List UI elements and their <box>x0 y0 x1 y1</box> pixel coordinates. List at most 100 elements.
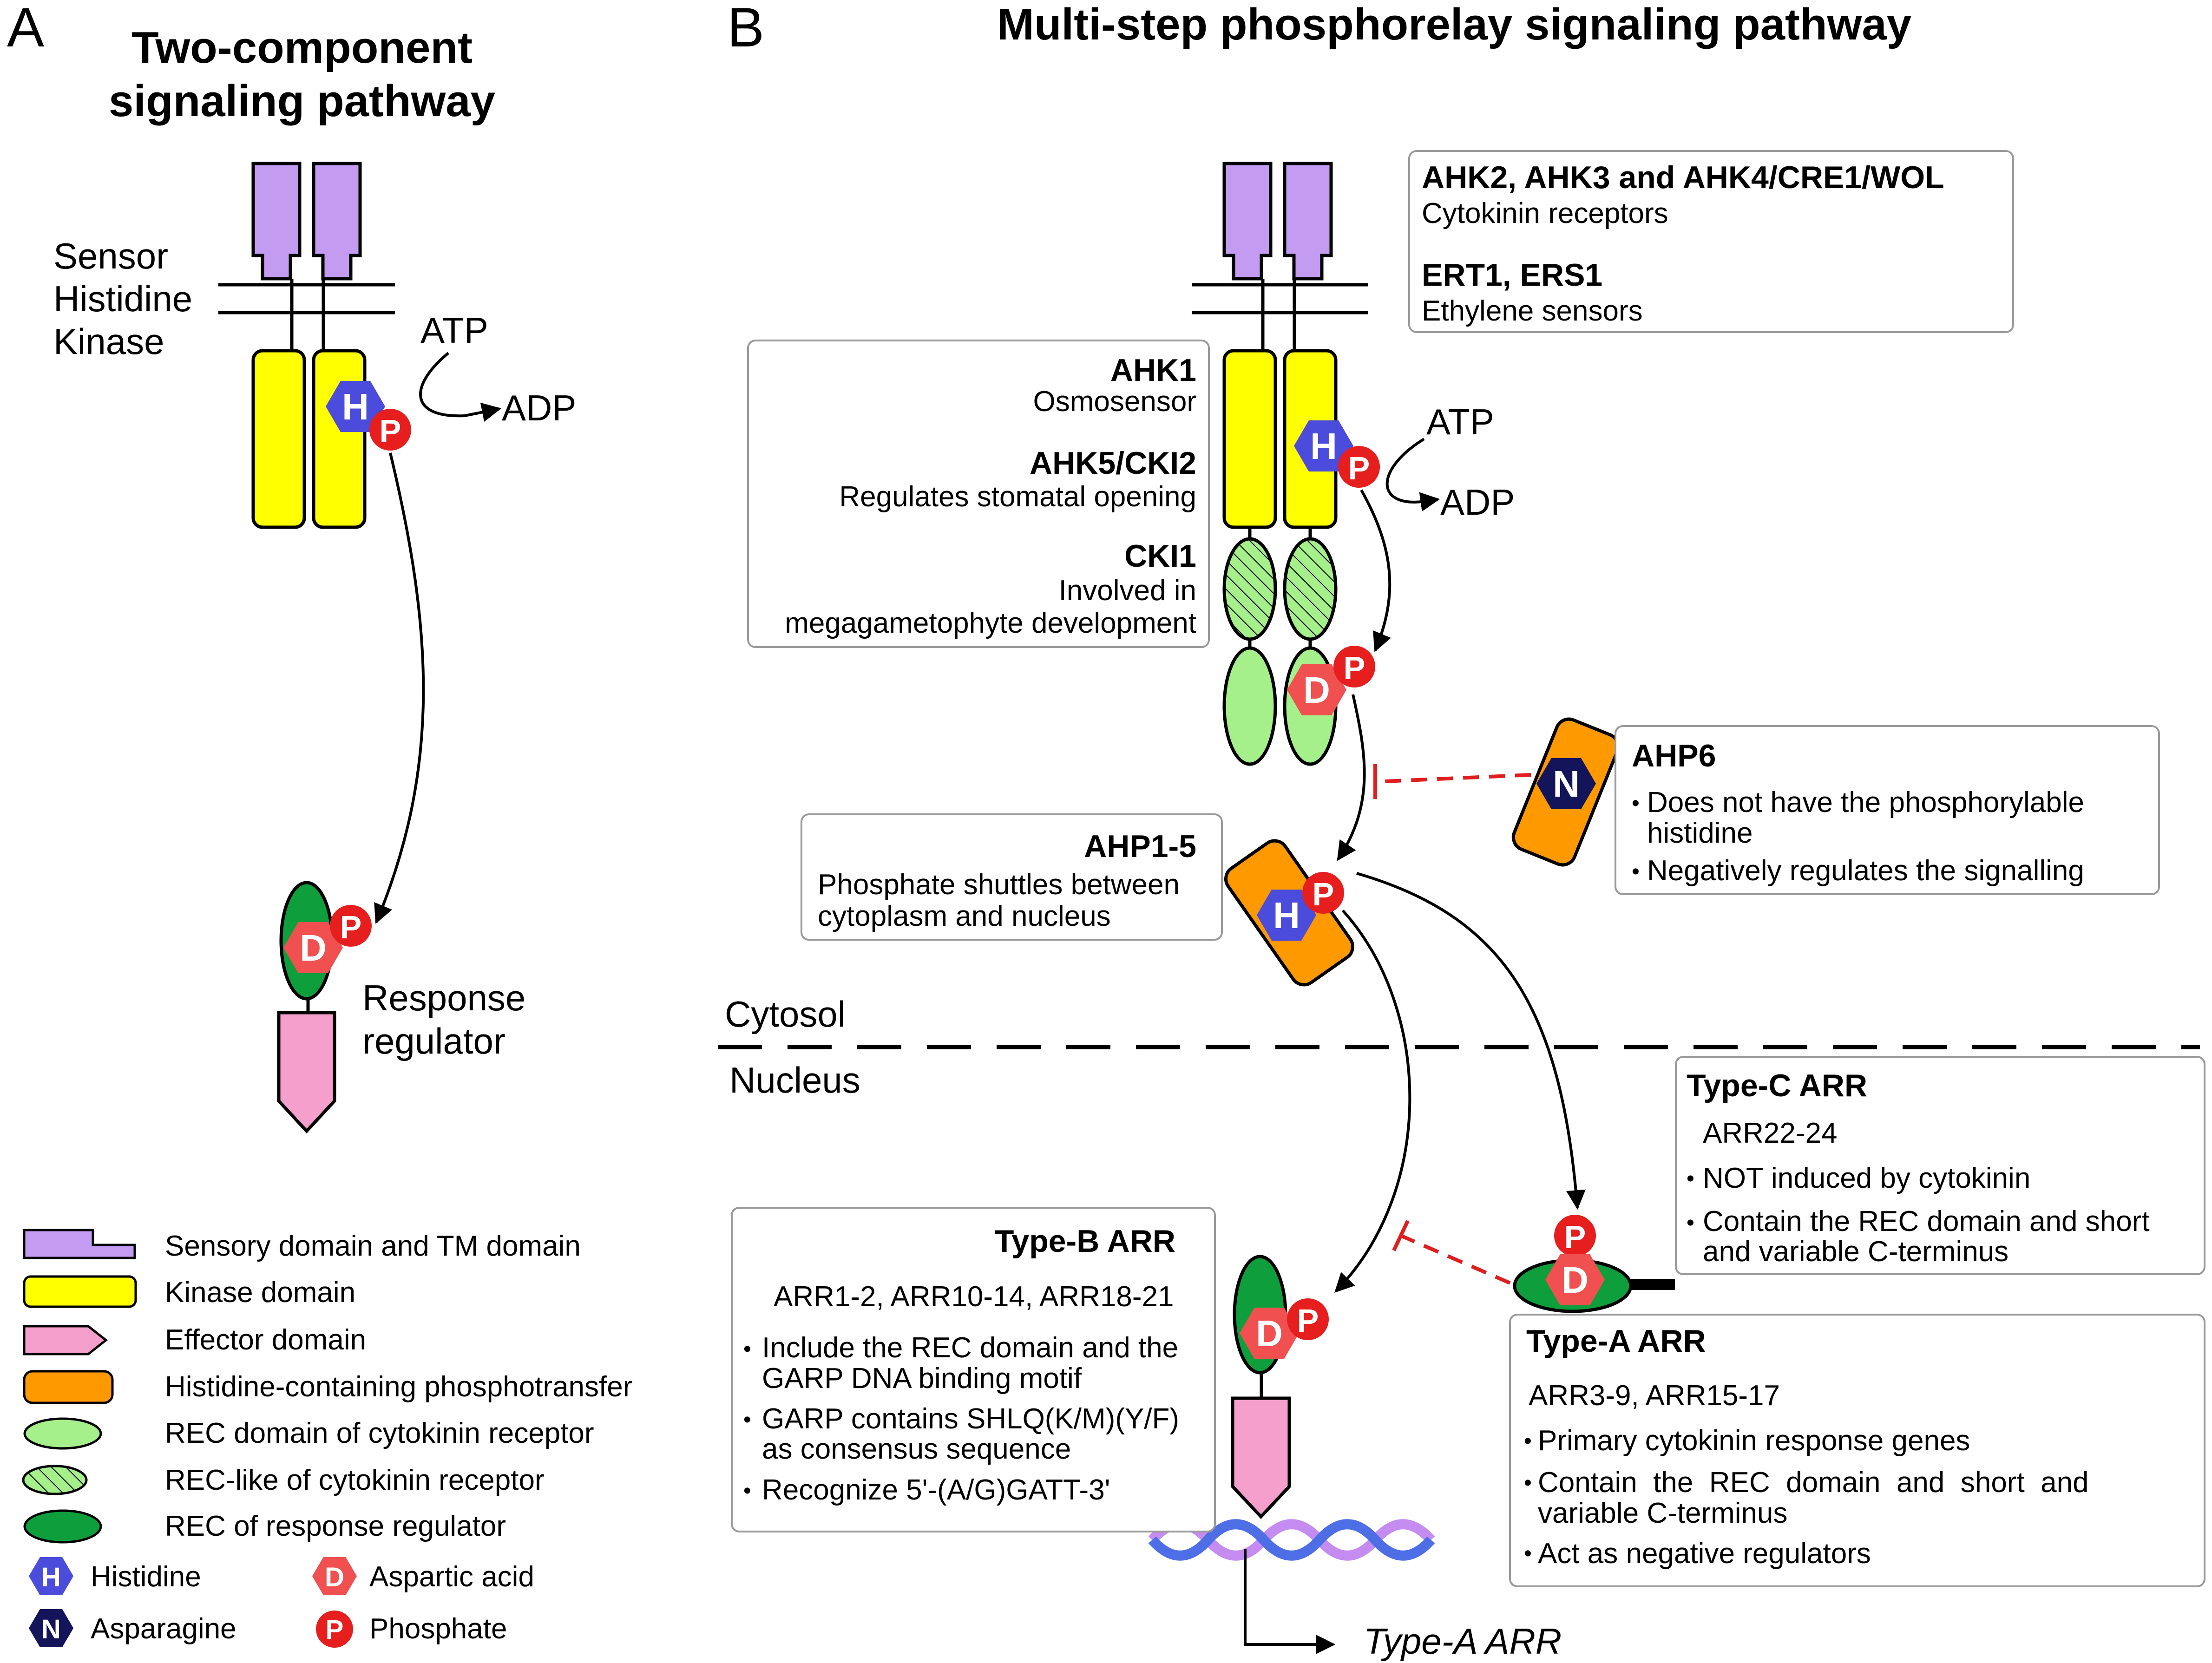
cytosol-label: Cytosol <box>725 994 846 1034</box>
panel-a-letter: A <box>7 0 44 59</box>
bullet-dot: • <box>1524 1541 1532 1566</box>
ahp15-title: AHP1-5 <box>1084 829 1196 864</box>
ahp6-title: AHP6 <box>1632 738 1716 773</box>
typea-bullet-1: Primary cytokinin response genes <box>1538 1425 1970 1457</box>
bullet-dot: • <box>743 1337 751 1362</box>
kinase-domain-right <box>312 349 367 529</box>
histidine-icon <box>1294 420 1353 471</box>
box-type-c: Type-C ARR ARR22-24 • NOT induced by cyt… <box>1675 1056 2205 1275</box>
box-ahp1-5: AHP1-5 Phosphate shuttles between cytopl… <box>801 813 1223 941</box>
type-a-arr-protein: P D <box>1513 1215 1675 1313</box>
legend-phosphate-label: Phosphate <box>369 1613 507 1645</box>
ahk1-desc: Osmosensor <box>1033 386 1196 418</box>
atp-adp-arrow-a <box>419 352 502 422</box>
legend-histidine-icon <box>29 1557 73 1595</box>
typea-inhibition-line <box>1400 1234 1511 1285</box>
panel-a-title-line2: signaling pathway <box>109 76 495 126</box>
rec-like-domain-left <box>1222 537 1277 641</box>
ahp15-line-1: Phosphate shuttles between <box>818 869 1180 901</box>
legend-effector-label: Effector domain <box>165 1324 366 1356</box>
bullet-dot: • <box>1632 791 1640 816</box>
typeb-sub: ARR1-2, ARR10-14, ARR18-21 <box>774 1281 1174 1313</box>
type-b-arr-protein: D P <box>1231 1255 1329 1519</box>
response-label-1: Response <box>362 977 525 1018</box>
legend-phosphate-icon <box>316 1611 353 1648</box>
typea-bullet-2-l2: variable C-terminus <box>1538 1497 1788 1529</box>
phosphate-icon <box>1302 872 1344 914</box>
legend-aspartic-icon <box>312 1557 357 1595</box>
legend-kinase-icon <box>23 1275 137 1308</box>
typeb-bullet-1-l2: GARP DNA binding motif <box>762 1362 1082 1395</box>
asp-to-ahp-arrow <box>1337 694 1366 861</box>
kinase-domain-left <box>1222 349 1277 529</box>
transcription-arrow <box>1244 1549 1336 1654</box>
sensory-domain-right <box>312 162 362 281</box>
legend-kinase-label: Kinase domain <box>165 1277 355 1309</box>
histidine-badge-label: H <box>342 386 369 427</box>
histidine-icon <box>326 381 385 432</box>
sensory-domain-left <box>1222 162 1273 281</box>
phosphate-icon <box>330 905 372 947</box>
panel-b-letter: B <box>727 0 764 59</box>
sensor-label-1: Sensor <box>53 236 168 276</box>
typec-title: Type-C ARR <box>1687 1068 1867 1103</box>
legend-histidine-label: Histidine <box>91 1561 201 1593</box>
effector-domain-type-b <box>1231 1396 1291 1519</box>
phosphate-icon <box>1333 646 1375 687</box>
histidine-badge-label: H <box>1273 895 1300 936</box>
phosphate-badge-label: P <box>380 413 401 449</box>
ethylene-desc: Ethylene sensors <box>1422 295 1643 327</box>
legend-rec-rr-label: REC of response regulator <box>165 1510 506 1542</box>
typeb-title: Type-B ARR <box>995 1224 1175 1259</box>
legend: Sensory domain and TM domain Kinase doma… <box>22 1229 632 1648</box>
box-receptors: AHK2, AHK3 and AHK4/CRE1/WOL Cytokinin r… <box>1408 150 2014 333</box>
typea-sub: ARR3-9, ARR15-17 <box>1529 1380 1780 1412</box>
box-ahk1: AHK1 Osmosensor AHK5/CKI2 Regulates stom… <box>747 340 1210 648</box>
atp-label-a: ATP <box>420 310 488 351</box>
typec-bullet-2-l1: Contain the REC domain and short <box>1703 1205 2150 1237</box>
ahp-to-typea-arrow <box>1356 872 1586 1210</box>
response-label-2: regulator <box>362 1021 505 1061</box>
panel-a-title: Two-component <box>131 23 473 72</box>
legend-asparagine-label: Asparagine <box>91 1613 236 1645</box>
rec-domain-left <box>1222 646 1277 766</box>
phosphotransfer-arrow-a <box>374 452 425 924</box>
cki1-desc-1: Involved in <box>1059 575 1196 607</box>
legend-sensory-icon <box>23 1229 136 1259</box>
legend-aspartic-label: Aspartic acid <box>369 1561 534 1593</box>
legend-asparagine-icon <box>29 1609 73 1647</box>
gene-label: Type-A ARR <box>1364 1621 1562 1662</box>
legend-rec-receptor-label: REC domain of cytokinin receptor <box>165 1417 594 1449</box>
aspartic-badge-label: D <box>1256 1313 1283 1354</box>
bullet-dot: • <box>1632 859 1640 884</box>
cytokinin-receptor: H P D P <box>1192 162 1380 766</box>
bullet-dot: • <box>743 1408 751 1432</box>
legend-effector-icon <box>23 1325 108 1355</box>
phosphate-badge-label: P <box>1313 876 1334 912</box>
ahp6-bullet-1-l2: histidine <box>1647 817 1753 849</box>
box-ahp6: AHP6 • Does not have the phosphorylable … <box>1615 725 2160 895</box>
ahk1-title: AHK1 <box>1110 353 1196 388</box>
phosphate-icon <box>1287 1298 1329 1340</box>
histidine-badge-label: H <box>1310 426 1337 467</box>
response-regulator: D P <box>277 881 372 1134</box>
typec-sub: ARR22-24 <box>1703 1117 1837 1149</box>
typea-inhibition-bar <box>1392 1220 1410 1251</box>
receptors-desc: Cytokinin receptors <box>1422 197 1668 229</box>
rec-like-domain-right <box>1283 537 1338 641</box>
legend-hpt-label: Histidine-containing phosphotransfer <box>165 1371 632 1403</box>
legend-asparagine-badge: N <box>41 1614 61 1644</box>
sensor-label-3: Kinase <box>53 321 164 362</box>
legend-rec-like-label: REC-like of cytokinin receptor <box>165 1464 545 1496</box>
legend-histidine-badge: H <box>41 1562 61 1592</box>
asparagine-icon <box>1536 758 1596 809</box>
ahp15-line-2: cytoplasm and nucleus <box>818 900 1111 932</box>
adp-label-a: ADP <box>502 387 576 428</box>
legend-rec-receptor-icon <box>23 1417 102 1450</box>
aspartic-acid-icon <box>1545 1254 1605 1305</box>
adp-label-b: ADP <box>1440 482 1515 523</box>
legend-aspartic-badge: D <box>325 1562 344 1592</box>
panel-b-title: Multi-step phosphorelay signaling pathwa… <box>997 0 1911 49</box>
nucleus-label: Nucleus <box>729 1060 860 1100</box>
his-to-asp-arrow <box>1360 489 1392 652</box>
